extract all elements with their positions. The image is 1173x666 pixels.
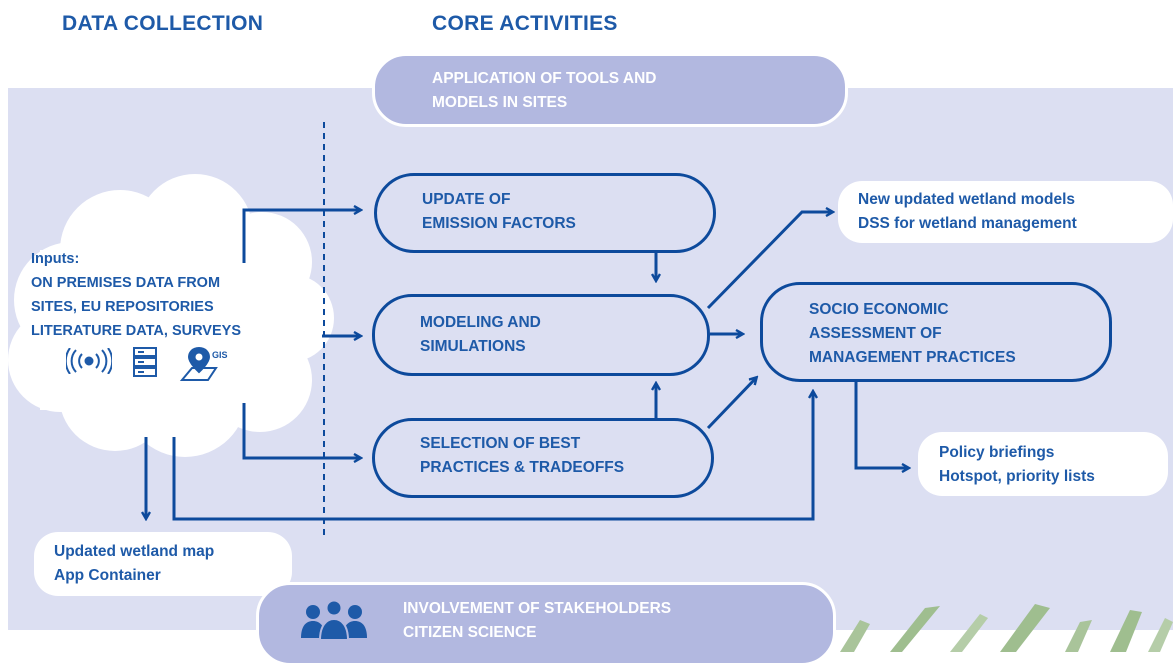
wetland-map-output: Updated wetland map App Container	[34, 532, 292, 596]
socio-line-3: MANAGEMENT PRACTICES	[809, 349, 1016, 366]
people-group-icon	[301, 600, 367, 640]
tools-models-line-1: APPLICATION OF TOOLS AND	[432, 70, 657, 87]
socio-economic-box: SOCIO ECONOMIC ASSESSMENT OF MANAGEMENT …	[760, 282, 1112, 382]
data-collection-heading: DATA COLLECTION	[62, 12, 264, 35]
stakeholders-line-2: CITIZEN SCIENCE	[403, 624, 537, 641]
modeling-line-1: MODELING AND	[420, 314, 541, 331]
wetland-models-line-2: DSS for wetland management	[858, 215, 1077, 232]
decorative-grass-icon	[840, 604, 1173, 652]
inputs-line-3: LITERATURE DATA, SURVEYS	[31, 323, 241, 339]
inputs-line-1: ON PREMISES DATA FROM	[31, 275, 221, 291]
wireless-sensor-icon	[66, 348, 112, 374]
selection-line-1: SELECTION OF BEST	[420, 435, 581, 452]
inputs-cloud-shape	[8, 174, 334, 457]
map-line-1: Updated wetland map	[54, 543, 215, 560]
core-activities-heading: CORE ACTIVITIES	[432, 12, 618, 35]
map-line-2: App Container	[54, 567, 161, 584]
server-database-icon	[133, 347, 157, 377]
gis-map-pin-icon: GIS	[179, 346, 228, 381]
gis-label: GIS	[212, 350, 228, 360]
policy-output: Policy briefings Hotspot, priority lists	[918, 432, 1168, 496]
tools-models-line-2: MODELS IN SITES	[432, 94, 568, 111]
wetland-models-output: New updated wetland models DSS for wetla…	[838, 181, 1173, 243]
flow-connectors	[0, 122, 1173, 540]
emission-line-2: EMISSION FACTORS	[422, 215, 576, 232]
policy-line-2: Hotspot, priority lists	[939, 468, 1095, 485]
tools-models-banner: APPLICATION OF TOOLS AND MODELS IN SITES	[372, 53, 848, 127]
emission-line-1: UPDATE OF	[422, 191, 511, 208]
wetland-models-line-1: New updated wetland models	[858, 191, 1076, 208]
socio-line-2: ASSESSMENT OF	[809, 325, 942, 342]
policy-line-1: Policy briefings	[939, 444, 1055, 461]
modeling-simulations-box: MODELING AND SIMULATIONS	[372, 294, 710, 376]
inputs-text-block: Inputs: ON PREMISES DATA FROM SITES, EU …	[31, 247, 241, 343]
modeling-line-2: SIMULATIONS	[420, 338, 526, 355]
emission-factors-box: UPDATE OF EMISSION FACTORS	[374, 173, 716, 253]
inputs-line-2: SITES, EU REPOSITORIES	[31, 299, 214, 315]
socio-line-1: SOCIO ECONOMIC	[809, 301, 949, 318]
inputs-title: Inputs:	[31, 251, 80, 267]
best-practices-box: SELECTION OF BEST PRACTICES & TRADEOFFS	[372, 418, 714, 498]
stakeholders-line-1: INVOLVEMENT OF STAKEHOLDERS	[403, 600, 672, 617]
selection-line-2: PRACTICES & TRADEOFFS	[420, 459, 625, 476]
